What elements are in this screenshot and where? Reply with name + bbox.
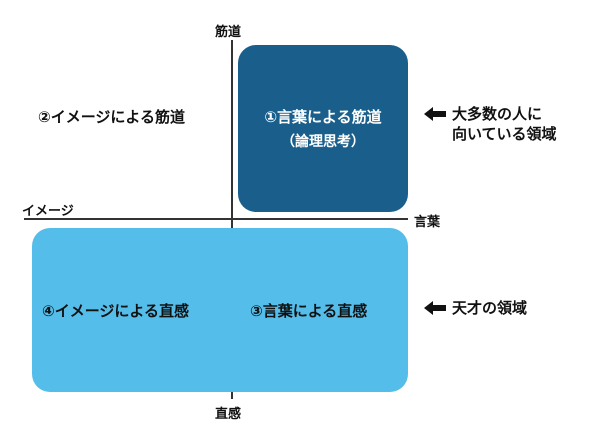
note-upper-line1: 大多数の人に [452, 105, 543, 123]
note-upper: 大多数の人に 向いている領域 [424, 104, 557, 144]
quadrant-1-title: ①言葉による筋道 [264, 108, 382, 126]
lower-quadrants-box: ④イメージによる直感 ③言葉による直感 [32, 228, 408, 392]
quadrant-2-title: ②イメージによる筋道 [38, 108, 185, 126]
axis-label-bottom: 直感 [215, 407, 242, 422]
note-lower: 天才の領域 [424, 298, 527, 318]
axis-label-left: イメージ [22, 204, 74, 219]
quadrant-3-title: ③言葉による直感 [250, 302, 368, 320]
horizontal-axis-line [24, 218, 408, 220]
axis-label-right: 言葉 [414, 215, 441, 230]
note-upper-line2: 向いている領域 [452, 125, 557, 143]
left-arrow-icon [424, 301, 446, 315]
axis-label-top: 筋道 [215, 25, 242, 40]
note-lower-line1: 天才の領域 [452, 299, 528, 317]
vertical-axis-line [231, 40, 233, 399]
left-arrow-icon [424, 107, 446, 121]
quadrant-1-subtitle: （論理思考） [281, 134, 365, 150]
quadrant-1-box: ①言葉による筋道 （論理思考） [238, 45, 408, 212]
quadrant-4-title: ④イメージによる直感 [42, 302, 189, 320]
